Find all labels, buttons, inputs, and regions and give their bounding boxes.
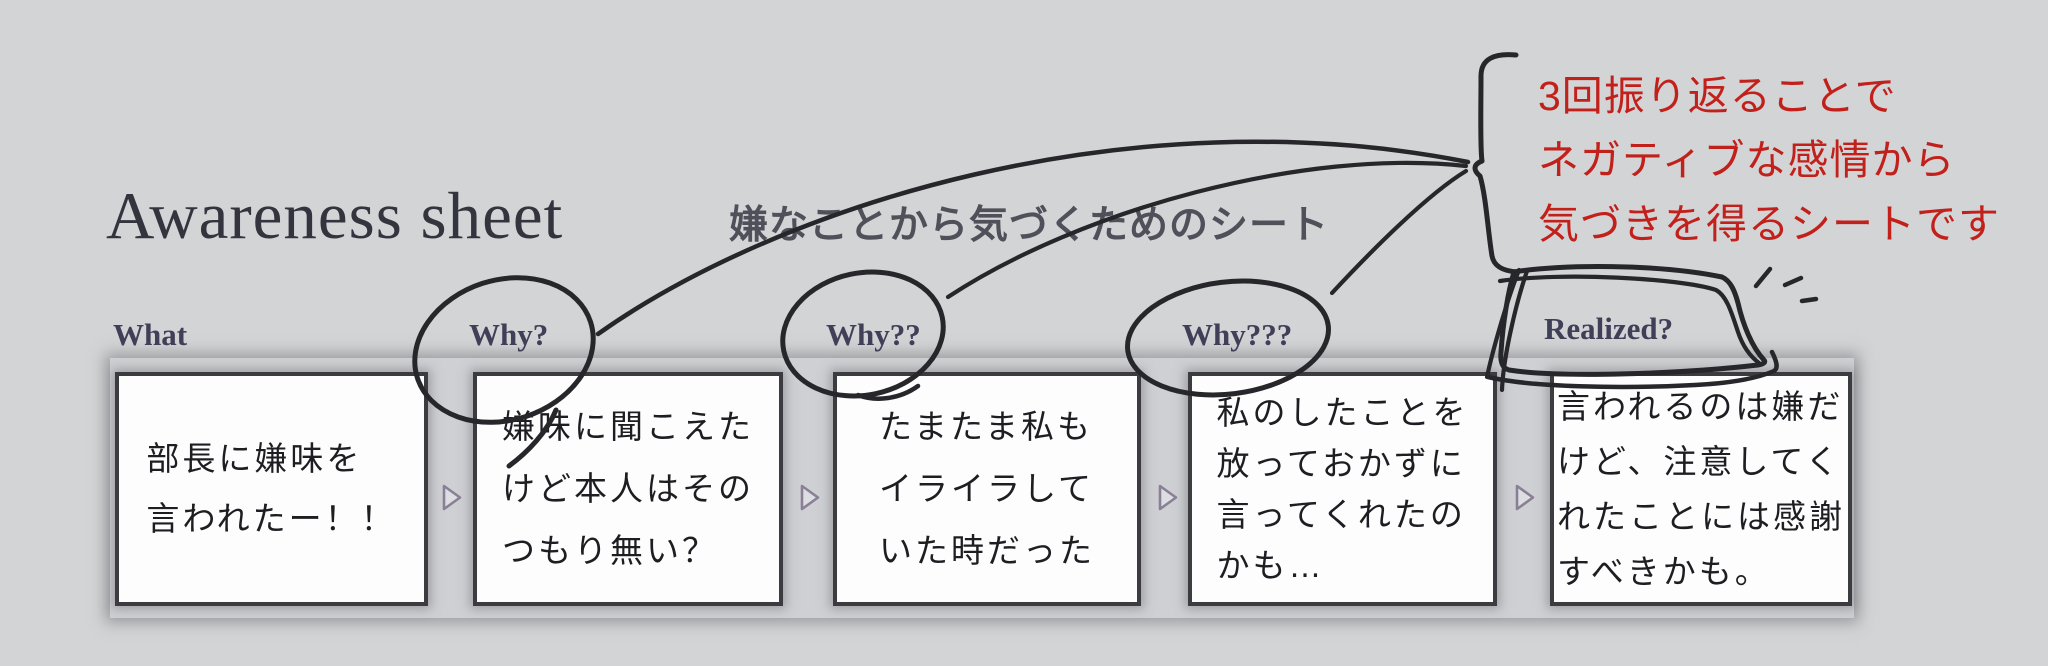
flow-box-what-text: 部長に嫌味を言われたー！！ <box>146 440 397 537</box>
flow-arrow-icon <box>442 484 462 511</box>
flow-box-why1: 嫌味に聞こえたけど本人はそのつもり無い？ <box>473 372 783 606</box>
flow-box-what: 部長に嫌味を言われたー！！ <box>115 372 428 606</box>
column-header-realized: Realized? <box>1544 311 1674 346</box>
column-header-what: What <box>113 317 188 352</box>
column-header-why1: Why? <box>469 317 549 352</box>
flow-box-why3: 私のしたことを放っておかずに言ってくれたのかも… <box>1188 372 1497 606</box>
flow-box-why2: たまたま私もイライラしていた時だった <box>833 372 1141 606</box>
flow-arrow-icon <box>1158 484 1178 511</box>
curve-why3-to-note <box>1329 168 1469 296</box>
flow-box-realized-text: 言われるのは嫌だけど、注意してくれたことには感謝すべきかも。 <box>1557 388 1845 590</box>
flow-box-realized: 言われるのは嫌だけど、注意してくれたことには感謝すべきかも。 <box>1550 372 1852 606</box>
flow-arrow-icon <box>800 484 820 511</box>
emphasis-dash-icon <box>1753 266 1773 289</box>
column-header-why3: Why??? <box>1182 317 1293 352</box>
page-title: Awareness sheet <box>106 179 564 253</box>
emphasis-dash-icon <box>1782 275 1804 288</box>
flow-box-why1-text: 嫌味に聞こえたけど本人はそのつもり無い？ <box>502 408 754 569</box>
emphasis-dash-icon <box>1799 296 1819 304</box>
annotation-bracket <box>1472 52 1520 275</box>
annotation-note: 3回振り返ることでネガティブな感情から気づきを得るシートです <box>1538 73 2000 247</box>
flow-box-why2-text: たまたま私もイライラしていた時だった <box>879 408 1095 569</box>
column-header-why2: Why?? <box>826 317 921 352</box>
flow-arrow-icon <box>1515 484 1535 511</box>
page-subtitle: 嫌なことから気づくためのシート <box>729 204 1330 247</box>
flow-box-why3-text: 私のしたことを放っておかずに言ってくれたのかも… <box>1216 394 1469 584</box>
